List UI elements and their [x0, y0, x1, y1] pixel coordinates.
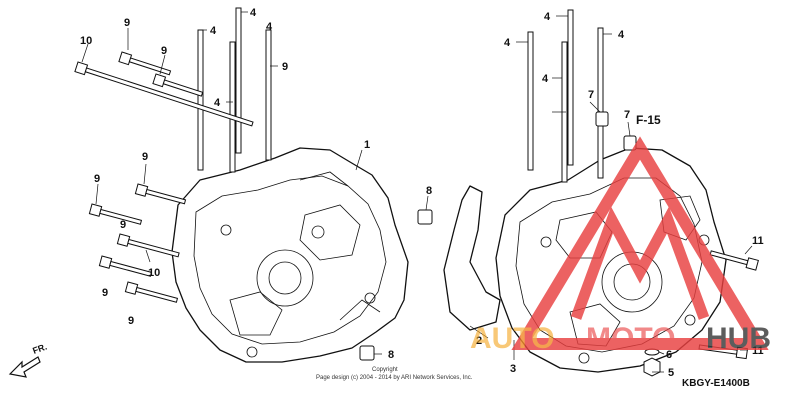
callout-2: 2 — [476, 335, 482, 347]
callout-9: 9 — [94, 173, 100, 185]
watermark-triangle — [511, 136, 769, 350]
watermark-text-hub: HUB — [706, 322, 771, 355]
callout-1: 1 — [364, 139, 370, 151]
callout-9: 9 — [128, 315, 134, 327]
callout-9: 9 — [161, 45, 167, 57]
callouts: 9 4 10 9 4 9 4 4 1 9 9 8 9 10 9 9 8 4 4 … — [80, 7, 764, 379]
copyright-text: Page design (c) 2004 - 2014 by ARI Netwo… — [316, 375, 473, 381]
left-bolts — [74, 51, 254, 303]
callout-4: 4 — [544, 11, 551, 23]
callout-4: 4 — [618, 29, 625, 41]
callout-7: 7 — [588, 89, 594, 101]
callout-8: 8 — [388, 349, 394, 361]
callout-7: 7 — [624, 109, 630, 121]
callout-10: 10 — [80, 35, 92, 47]
drain-bolt — [643, 357, 661, 377]
callout-4: 4 — [504, 37, 511, 49]
watermark-m-mark — [570, 206, 710, 320]
watermark-text-moto: MOTO — [586, 322, 675, 355]
callout-5: 5 — [668, 367, 674, 379]
copyright-title: Copyright — [372, 367, 398, 373]
callout-11: 11 — [752, 345, 764, 357]
callout-11: 11 — [752, 235, 764, 247]
left-studs — [197, 7, 272, 173]
callout-4: 9 — [282, 61, 288, 73]
callout-8: 8 — [426, 185, 432, 197]
callout-9: 9 — [142, 151, 148, 163]
direction-label: FR. — [31, 342, 48, 356]
watermark-text-auto: AUTO — [470, 322, 554, 355]
arrow-icon — [8, 356, 41, 378]
callout-3: 3 — [510, 363, 516, 375]
callout-4: 4 — [210, 25, 217, 37]
callout-4: 4 — [266, 21, 273, 33]
callout-10: 10 — [148, 267, 160, 279]
callout-9: 9 — [120, 219, 126, 231]
diagram-code: KBGY-E1400B — [682, 378, 750, 389]
leader-lines — [81, 11, 753, 373]
callout-9: 9 — [102, 287, 108, 299]
front-direction-indicator: FR. — [8, 342, 48, 378]
crankcase-gasket — [443, 185, 501, 331]
left-crankcase — [171, 147, 409, 363]
callout-6: 6 — [666, 349, 672, 361]
left-dowels — [359, 209, 433, 361]
callout-4: 4 — [250, 7, 257, 19]
callout-9: 9 — [124, 17, 130, 29]
reference-label: F-15 — [636, 113, 661, 127]
callout-4: 4 — [214, 97, 221, 109]
watermark-logo: AUTO MOTO HUB — [470, 136, 771, 355]
callout-4: 4 — [542, 73, 549, 85]
